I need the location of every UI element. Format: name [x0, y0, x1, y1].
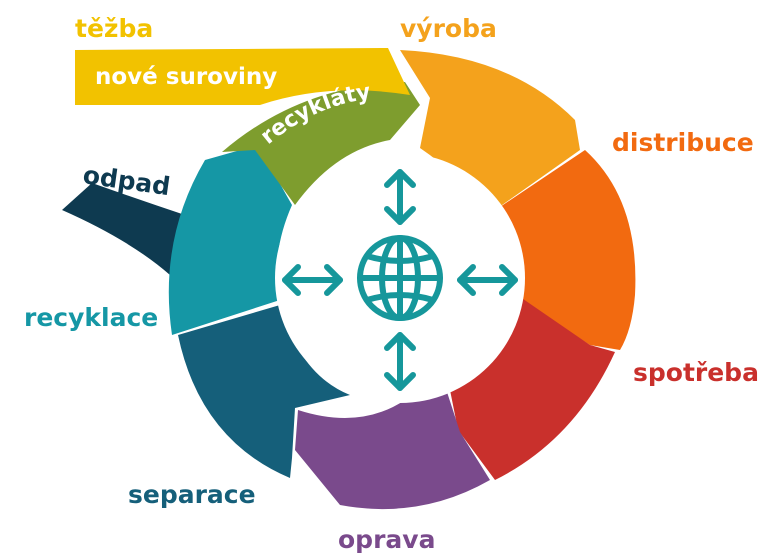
segment-recyklaty [222, 82, 420, 205]
label-distribuce: distribuce [612, 128, 754, 157]
globe-icon [357, 235, 443, 321]
arrow-up-down-bottom [384, 332, 416, 391]
segment-separace [178, 305, 350, 478]
arrow-left-right-left [282, 264, 343, 296]
label-tezba: těžba [75, 14, 153, 43]
segment-oprava [295, 392, 490, 510]
label-nove-suroviny: nové suroviny [95, 64, 277, 90]
label-oprava: oprava [338, 525, 435, 554]
segment-odpad [62, 183, 185, 275]
segment-recyklace [168, 145, 292, 335]
arrow-left-right-right [457, 264, 518, 296]
bidirectional-arrows [282, 169, 518, 391]
label-vyroba: výroba [400, 14, 497, 43]
segment-nove-suroviny [75, 48, 410, 105]
label-separace: separace [128, 480, 256, 509]
label-recyklace: recyklace [24, 303, 158, 332]
segment-distribuce [488, 150, 636, 350]
arrow-up-down-top [384, 169, 416, 225]
label-spotreba: spotřeba [633, 358, 759, 387]
segment-vyroba [400, 50, 580, 215]
segment-spotreba [450, 290, 615, 480]
